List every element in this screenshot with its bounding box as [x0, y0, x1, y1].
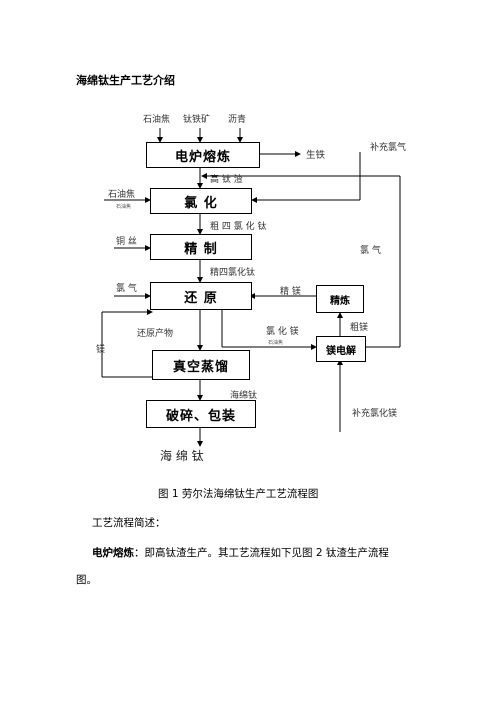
paragraph-furnace-rest: ：即高钛渣生产。其工艺流程如下见图 2 钛渣生产流程 — [134, 547, 389, 559]
mg-electrolysis-box: 镁电解 — [316, 336, 366, 362]
paragraph-furnace-bold: 电炉熔炼 — [92, 547, 134, 559]
chlorine-left-label: 氯 气 — [116, 284, 137, 294]
copper-wire-label: 铜 丝 — [116, 237, 137, 247]
mgcl2-label: 氯 化 镁 — [266, 327, 299, 337]
mg-electrolysis-text: 镁电解 — [326, 345, 356, 357]
coke-left-label: 石油焦 — [108, 190, 136, 200]
refining-text: 精 制 — [184, 241, 218, 257]
reduction-box: 还 原 — [150, 282, 252, 310]
refining-box: 精 制 — [150, 234, 252, 260]
paragraph-furnace: 电炉熔炼：即高钛渣生产。其工艺流程如下见图 2 钛渣生产流程 — [92, 545, 389, 560]
process-summary-heading: 工艺流程简述： — [92, 517, 166, 529]
mg-loop-label: 镁 — [96, 345, 106, 355]
refined-mg-label: 精 镁 — [280, 287, 301, 297]
crushing-packaging-box: 破碎、包装 — [146, 400, 256, 428]
mg-refining-box: 精炼 — [316, 285, 364, 313]
crushing-packaging-text: 破碎、包装 — [165, 408, 236, 424]
input-ilmenite-label: 钛铁矿 — [183, 115, 211, 125]
sponge-ti-mid-label: 海绵钛 — [230, 391, 258, 401]
chlorine-right-label: 氯 气 — [360, 246, 381, 256]
document-title: 海绵钛生产工艺介绍 — [76, 74, 175, 87]
chlorination-box: 氯 化 — [150, 188, 252, 214]
furnace-smelting-text: 电炉熔炼 — [174, 149, 231, 165]
reduction-text: 还 原 — [184, 290, 218, 306]
crude-mg-label: 粗镁 — [350, 323, 369, 333]
mg-refining-text: 精炼 — [330, 295, 350, 307]
mgcl2-small-label: 石油焦 — [268, 340, 284, 346]
vacuum-distillation-text: 真空蒸馏 — [172, 359, 229, 375]
pure-ticl4-label: 精四氯化钛 — [210, 268, 256, 278]
final-product-label: 海 绵 钛 — [160, 449, 204, 463]
chlorination-text: 氯 化 — [184, 195, 218, 211]
pig-iron-label: 生铁 — [306, 150, 326, 161]
crude-ticl4-label: 粗 四 氯 化 钛 — [210, 222, 267, 232]
paragraph-furnace-line2: 图。 — [76, 574, 97, 586]
supplement-chlorine-label: 补充氯气 — [370, 143, 407, 153]
figure-caption: 图 1 劳尔法海绵钛生产工艺流程图 — [158, 488, 319, 500]
reduction-product-label: 还原产物 — [137, 329, 174, 339]
supplement-mgcl2-label: 补充氯化镁 — [352, 409, 398, 419]
input-pitch-label: 沥青 — [228, 115, 247, 125]
furnace-smelting-box: 电炉熔炼 — [146, 142, 260, 168]
coke-left-small-label: 石油焦 — [116, 204, 132, 210]
input-coke-label: 石油焦 — [143, 115, 171, 125]
vacuum-distillation-box: 真空蒸馏 — [152, 350, 250, 380]
high-ti-slag-label: 高 钛 渣 — [210, 175, 243, 185]
